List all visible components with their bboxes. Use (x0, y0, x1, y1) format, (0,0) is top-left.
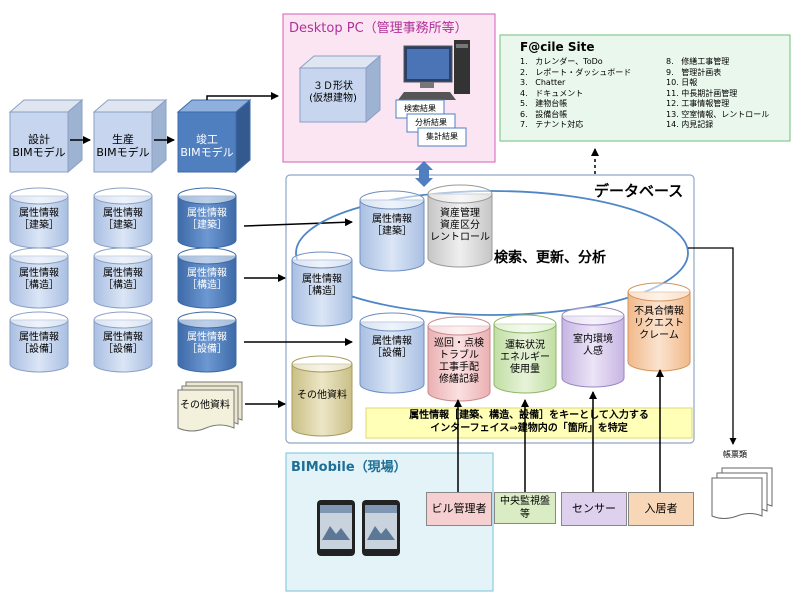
database-cylinders (291, 184, 691, 437)
db-cylinder-struct-label: 属性情報 ［構造］ (302, 274, 342, 297)
facile-list-left: 1. カレンダー、ToDo 2. レポート・ダッシュボード 3. Chatter… (520, 57, 631, 131)
db-cylinder-asset (427, 184, 493, 268)
facile-item: 5. 建物台帳 (520, 99, 568, 108)
facile-item: 10. 日報 (666, 78, 698, 87)
actor-building-manager: ビル管理者 (426, 492, 492, 526)
facile-list-right: 8. 修繕工事管理 9. 管理計画表 10. 日報 11. 中長期計画管理 12… (666, 57, 769, 131)
attr-cylinder-struct (9, 247, 69, 309)
attr-cylinder-label: 属性情報 ［建築］ (19, 208, 59, 231)
attr-cylinder-struct (177, 247, 237, 309)
doc-search-result: 検索結果 (404, 104, 436, 113)
db-cylinder-equip (359, 312, 425, 394)
attr-cylinder-label: 属性情報 ［設備］ (19, 332, 59, 355)
attr-cylinder-label: 属性情報 ［建築］ (103, 208, 143, 231)
interface-note-line2: インターフェイス⇒建物内の「箇所」を特定 (430, 423, 628, 434)
attr-cylinder-label: 属性情報 ［構造］ (19, 268, 59, 291)
actor-tenant: 入居者 (628, 492, 694, 526)
left-attribute-cylinders (9, 187, 237, 373)
interface-note-box (365, 407, 693, 439)
db-cylinder-env-label: 室内環境 人感 (573, 334, 613, 357)
tablet-icon-2 (362, 500, 400, 556)
db-cylinder-other-label: その他資料 (297, 390, 347, 401)
attr-cylinder-label: 属性情報 ［構造］ (187, 268, 227, 291)
doc-aggregate-result: 集計結果 (426, 132, 458, 141)
tablet-icon-1 (317, 500, 355, 556)
db-cylinder-request-label: 不具合情報 リクエスト クレーム (634, 306, 684, 341)
db-cylinder-energy-label: 運転状況 エネルギー 使用量 (500, 340, 550, 375)
facile-item: 7. テナント対応 (520, 120, 584, 129)
facile-panel (499, 34, 791, 142)
forms-stack (711, 467, 773, 519)
facile-item: 13. 空室情報、レントロール (666, 109, 770, 119)
attr-cylinder-label: 属性情報 ［設備］ (103, 332, 143, 355)
attr-cylinder-equip (93, 311, 153, 373)
database-title: データベース (594, 182, 684, 200)
db-cylinder-request (627, 282, 691, 372)
computer-icon (398, 40, 470, 100)
interface-note-line1: 属性情報［建築、構造、設備］をキーとして入力する (409, 410, 649, 421)
db-cylinder-arch (359, 190, 425, 272)
attr-cylinder-arch (9, 187, 69, 249)
desktop-panel-title: Desktop PC（管理事務所等） (289, 21, 468, 36)
bim-cube-completion (176, 98, 252, 174)
db-cylinder-asset-label: 資産管理 資産区分 レントロール (430, 208, 490, 243)
db-cylinder-env (561, 306, 625, 388)
bim-cube-design (8, 98, 84, 174)
facile-item: 9. 管理計画表 (666, 67, 722, 77)
bim-model-production-label: 生産 BIMモデル (96, 133, 150, 159)
attr-cylinder-equip (177, 311, 237, 373)
facile-item: 3. Chatter (520, 78, 566, 87)
bimobile-panel-title: BIMobile（現場） (291, 460, 407, 475)
facile-item: 1. カレンダー、ToDo (520, 57, 603, 66)
actor-sensor: センサー (561, 492, 627, 526)
attr-cylinder-label: 属性情報 ［設備］ (187, 332, 227, 355)
attr-cylinder-label: 属性情報 ［建築］ (187, 208, 227, 231)
other-docs-label: その他資料 (180, 400, 230, 411)
desktop-cube-label: ３Ｄ形状 (仮想建物) (309, 81, 357, 104)
facile-item: 12. 工事情報管理 (666, 99, 730, 108)
facile-item: 4. ドキュメント (520, 88, 584, 98)
attr-cylinder-equip (9, 311, 69, 373)
db-cylinder-energy (493, 314, 557, 394)
bim-model-completion-label: 竣工 BIMモデル (180, 133, 234, 159)
facile-item: 11. 中長期計画管理 (666, 88, 738, 98)
doc-analysis-result: 分析結果 (415, 118, 447, 127)
attr-cylinder-label: 属性情報 ［構造］ (103, 268, 143, 291)
db-cylinder-other (291, 355, 353, 437)
other-docs-stack (177, 381, 243, 432)
facile-panel-title: F@cile Site (520, 40, 595, 54)
sync-double-arrow (415, 161, 433, 187)
db-cylinder-patrol (427, 316, 491, 402)
facile-item: 8. 修繕工事管理 (666, 57, 730, 66)
db-cylinder-patrol-label: 巡回・点検 トラブル 工事手配 修繕記録 (434, 338, 484, 385)
bim-cube-production (92, 98, 168, 174)
db-cylinder-equip-label: 属性情報 ［設備］ (372, 336, 412, 359)
facile-item: 6. 設備台帳 (520, 109, 568, 119)
db-cylinder-struct (291, 251, 353, 327)
forms-label: 帳票類 (723, 450, 747, 459)
desktop-3d-cube (298, 54, 382, 124)
bim-model-design-label: 設計 BIMモデル (12, 133, 66, 159)
attr-cylinder-struct (93, 247, 153, 309)
actor-central-monitoring: 中央監視盤 等 (494, 492, 556, 524)
db-cylinder-arch-label: 属性情報 ［建築］ (372, 214, 412, 237)
attr-cylinder-arch (93, 187, 153, 249)
facile-item: 14. 内見記録 (666, 120, 714, 129)
search-update-analyze-label: 検索、更新、分析 (494, 250, 606, 266)
facile-item: 2. レポート・ダッシュボード (520, 67, 632, 77)
